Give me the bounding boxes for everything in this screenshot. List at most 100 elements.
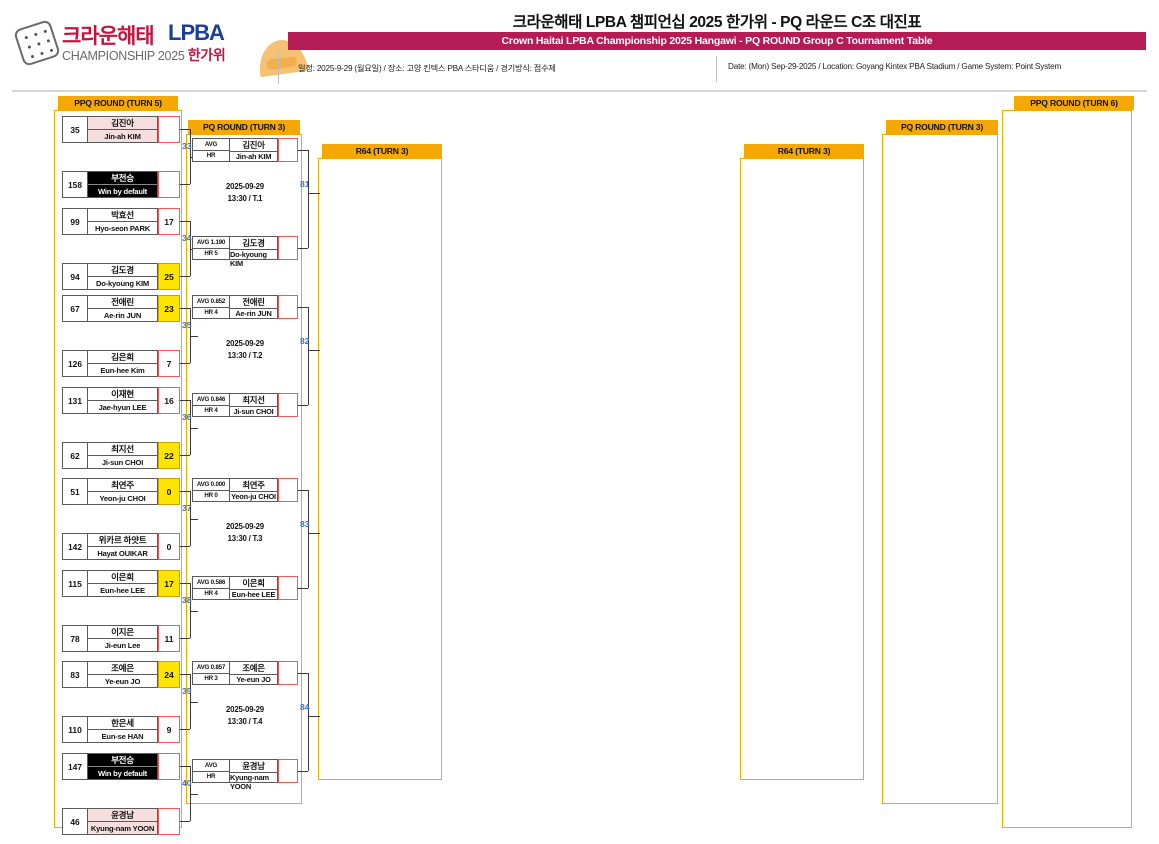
result-box[interactable]	[278, 295, 298, 319]
connector-line	[190, 701, 198, 703]
stat-avg: AVG	[193, 760, 229, 772]
match-number: 36	[182, 411, 192, 422]
header-rule	[12, 90, 1147, 92]
player-name-en: Ji-sun CHOI	[101, 457, 144, 467]
player-name-kr: 윤경남	[88, 809, 157, 822]
match-date: 2025-09-29	[226, 339, 264, 348]
result-box[interactable]	[278, 236, 298, 260]
player-name-en: Ji-eun Lee	[104, 640, 141, 650]
player-name-kr: 최연주	[88, 479, 157, 492]
player-name-en: Do-kyoung KIM	[230, 250, 267, 268]
connector-line	[298, 150, 308, 151]
stat-avg: AVG 0.000	[193, 479, 229, 491]
result-box[interactable]	[278, 393, 298, 417]
player-name-en: Ae-rin JUN	[103, 310, 142, 320]
connector-line	[298, 673, 308, 674]
match-number: 84	[300, 702, 310, 712]
player-name-kr: 한은세	[88, 717, 157, 730]
logo-subtitle: CHAMPIONSHIP 2025 한가위	[62, 45, 226, 65]
match-number: 81	[300, 179, 310, 189]
player-seed: 46	[62, 808, 88, 835]
match-time-table: 13:30 / T.3	[227, 534, 263, 543]
player-name-kr: 이지은	[88, 626, 157, 639]
player-score: 0	[158, 478, 180, 505]
player-name-kr: 이재현	[88, 388, 157, 401]
connector-line	[180, 308, 190, 309]
player-name-en: Eun-hee LEE	[100, 585, 145, 595]
player-seed: 78	[62, 625, 88, 652]
player-name-en: Eun-hee LEE	[231, 590, 276, 599]
player-name-kr: 박효선	[88, 209, 157, 222]
connector-line	[308, 490, 309, 588]
connector-line	[180, 674, 190, 675]
connector-line	[180, 766, 190, 767]
result-box[interactable]	[278, 759, 298, 783]
player-seed: 126	[62, 350, 88, 377]
result-box[interactable]	[278, 478, 298, 502]
connector-line	[190, 610, 198, 612]
result-box[interactable]	[278, 138, 298, 162]
frame-pq3-right	[882, 134, 998, 804]
player-name-kr: 윤경남	[230, 760, 277, 773]
page-header: 크라운해태 LPBA CHAMPIONSHIP 2025 한가위 크라운해태 L…	[0, 0, 1159, 92]
connector-line	[298, 588, 308, 589]
player-name-en: Hayat OUIKAR	[97, 548, 148, 558]
player-seed: 94	[62, 263, 88, 290]
connector-line	[308, 673, 309, 771]
connector-line	[190, 793, 198, 795]
match-number: 40	[182, 777, 192, 788]
player-name-en: Ye-eun JO	[104, 676, 141, 686]
match-time-table: 13:30 / T.2	[227, 351, 263, 360]
connector-line	[308, 307, 309, 405]
stat-avg: AVG 0.846	[193, 394, 229, 406]
result-box[interactable]	[278, 576, 298, 600]
match-number: 37	[182, 502, 192, 513]
connector-line	[190, 518, 198, 520]
player-name-kr: 부전승	[88, 172, 157, 185]
player-name-en: Kyung-nam YOON	[230, 773, 269, 791]
player-name-kr: 김진아	[88, 117, 157, 130]
connector-line	[298, 307, 308, 308]
player-score: 17	[158, 570, 180, 597]
stat-avg: AVG	[193, 139, 229, 151]
result-box[interactable]	[278, 661, 298, 685]
connector-line	[298, 771, 308, 772]
player-name-en: Kyung-nam YOON	[88, 822, 157, 834]
